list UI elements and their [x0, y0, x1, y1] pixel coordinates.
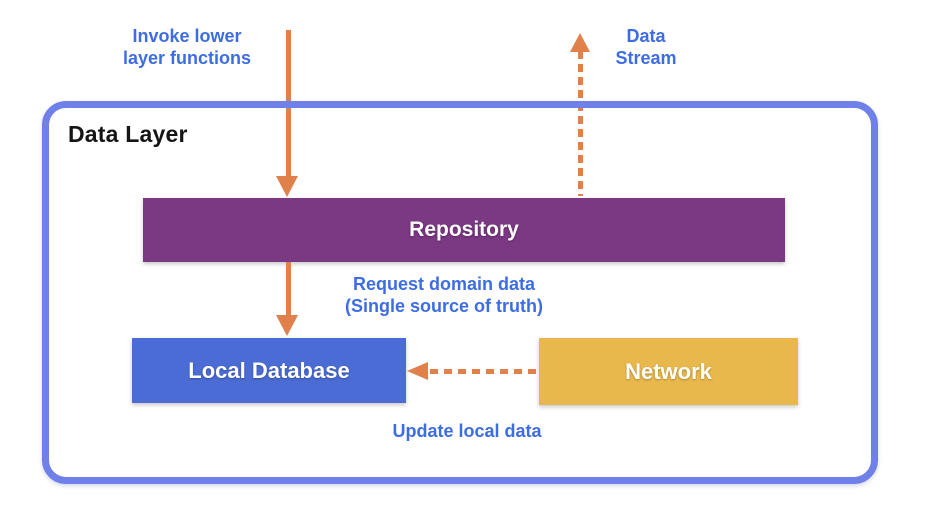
- repository-node: Repository: [143, 198, 785, 262]
- update-arrow-head-icon: [407, 362, 428, 380]
- network-node: Network: [539, 338, 798, 405]
- invoke-arrow-head-icon: [276, 176, 298, 197]
- data-layer-boundary: [42, 101, 878, 484]
- invoke-lower-layer-label: Invoke lower layer functions: [122, 26, 252, 68]
- network-node-label: Network: [625, 358, 712, 384]
- data-stream-arrow-head-icon: [570, 33, 590, 52]
- local-database-node: Local Database: [132, 338, 406, 403]
- update-arrow-line: [430, 369, 539, 374]
- repository-node-label: Repository: [409, 218, 519, 241]
- data-layer-title: Data Layer: [68, 121, 188, 147]
- data-stream-arrow-line: [578, 51, 583, 196]
- local-database-node-label: Local Database: [188, 357, 350, 383]
- data-stream-label: Data Stream: [615, 26, 677, 68]
- request-arrow-head-icon: [276, 315, 298, 336]
- update-local-data-label: Update local data: [392, 421, 542, 441]
- request-arrow-line: [286, 262, 291, 316]
- request-domain-data-label: Request domain data (Single source of tr…: [345, 274, 543, 316]
